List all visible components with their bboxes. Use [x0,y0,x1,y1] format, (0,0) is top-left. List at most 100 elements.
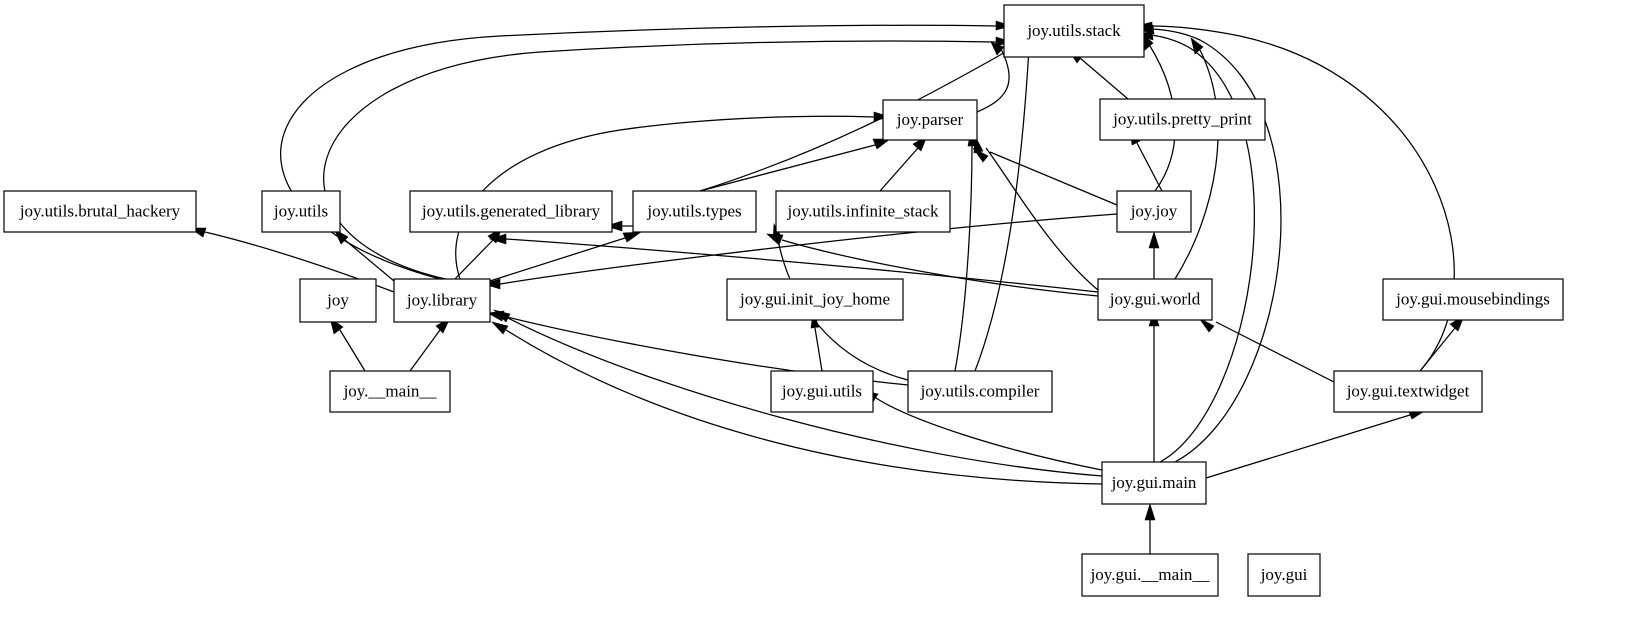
node-label: joy.gui.world [1109,289,1201,308]
node-joy_parser[interactable]: joy.parser [882,99,978,141]
edge-line [879,147,919,192]
node-joy_utils_stack[interactable]: joy.utils.stack [1003,4,1145,58]
node-label: joy.utils.pretty_print [1112,109,1252,128]
node-joy_utils_infinite_stack[interactable]: joy.utils.infinite_stack [775,190,951,233]
edge-line [1150,34,1255,463]
node-joy___main__[interactable]: joy.__main__ [329,370,451,413]
edge-joy_gui_main2-to-joy_library [491,321,1103,485]
edge-joy_gui_world-to-joy_library [488,233,1099,293]
node-box[interactable] [632,190,757,233]
node-box[interactable] [1101,461,1207,505]
edge-joy_gui_world-to-joy_utils_stack [1174,37,1219,280]
node-label: joy.utils.stack [1026,21,1121,40]
arrowhead-icon [1148,230,1160,249]
node-joy_gui___main__[interactable]: joy.gui.__main__ [1081,553,1219,597]
node-label: joy.gui.textwidget [1346,381,1470,400]
node-box[interactable] [882,99,978,141]
arrowhead-icon [491,321,509,335]
node-box[interactable] [1116,190,1192,233]
edge-joy___main__-to-joy_library [409,317,451,372]
edge-line [499,213,1118,285]
node-joy_joy[interactable]: joy.joy [1116,190,1192,233]
node-joy[interactable]: joy [299,278,377,323]
node-joy_library[interactable]: joy.library [393,278,491,323]
edge-line [1079,57,1129,100]
arrowhead-icon [488,233,507,245]
edge-line [875,397,1103,471]
node-box[interactable] [1099,98,1266,141]
arrowhead-icon [482,278,501,290]
edge-line [1205,414,1411,479]
arrowhead-icon [622,231,643,243]
node-joy_utils_compiler[interactable]: joy.utils.compiler [907,370,1053,413]
node-joy_utils_pretty_print[interactable]: joy.utils.pretty_print [1099,98,1266,141]
edge-line [974,47,1030,372]
node-joy_utils_brutal_hackery[interactable]: joy.utils.brutal_hackery [3,190,197,233]
node-joy_gui_mousebindings[interactable]: joy.gui.mousebindings [1382,278,1564,321]
edge-joy_gui_textwidget-to-joy_gui_world [1198,317,1335,383]
edge-line [505,238,1099,293]
node-box[interactable] [3,190,197,233]
node-joy_gui_main[interactable]: joy.gui.main [1101,461,1207,505]
arrowhead-icon [493,309,511,323]
node-joy_utils[interactable]: joy.utils [261,190,341,233]
node-joy_gui_init_joy_home[interactable]: joy.gui.init_joy_home [726,278,904,321]
edge-line [699,49,1010,192]
node-box[interactable] [393,278,491,323]
node-joy_gui_world[interactable]: joy.gui.world [1097,278,1213,321]
edge-line [985,147,1099,291]
node-label: joy.gui.mousebindings [1395,289,1550,308]
edge-joy_gui_main-to-joy_library [493,309,1103,477]
node-label: joy.gui.main [1111,473,1197,492]
edge-joy_utils_compiler-to-joy_parser [954,129,977,372]
node-label: joy.parser [896,110,964,129]
node-box[interactable] [907,370,1053,413]
node-label: joy.gui.__main__ [1090,565,1210,584]
node-label: joy.utils.generated_library [421,201,601,220]
edge-joy_gui_utils-to-joy_gui_init_joy_home [810,311,823,372]
node-box[interactable] [1382,278,1564,321]
node-box[interactable] [1247,553,1321,597]
node-joy_utils_generated_library[interactable]: joy.utils.generated_library [409,190,613,233]
node-box[interactable] [775,190,951,233]
edge-joy_joy-to-joy_parser [972,147,1118,206]
node-box[interactable] [1003,4,1145,58]
node-box[interactable] [1097,278,1213,321]
nodes-layer: joy.utils.stack joy.parser joy.utils.prett… [3,4,1564,597]
node-box[interactable] [1081,553,1219,597]
node-joy_gui[interactable]: joy.gui [1247,553,1321,597]
edge-joy_library-to-joy_utils_generated_library [454,227,503,280]
edge-line [344,239,401,287]
arrowhead-icon [1144,502,1156,521]
node-box[interactable] [299,278,377,323]
edge-line [1215,321,1335,383]
edge-joy_gui_main-to-joy_gui_textwidget [1205,409,1428,479]
edge-joy_gui___main__-to-joy_gui_main [1144,502,1156,554]
node-box[interactable] [261,190,341,233]
node-box[interactable] [770,370,874,413]
node-joy_utils_types[interactable]: joy.utils.types [632,190,757,233]
edge-joy_joy-to-joy_library [482,213,1118,290]
edge-joy_gui_world-to-joy_joy [1148,230,1160,279]
node-joy_gui_utils[interactable]: joy.gui.utils [770,370,874,413]
edge-line [1419,327,1456,372]
edge-line [1174,49,1219,280]
edge-joy_utils_infinite_stack-to-joy_parser [879,135,928,192]
edge-line [1151,28,1282,463]
edge-line [280,24,997,280]
node-box[interactable] [409,190,613,233]
edge-line [505,329,1103,485]
node-box[interactable] [726,278,904,321]
edge-joy_library-to-joy_utils [333,228,401,287]
node-box[interactable] [1333,370,1483,413]
node-joy_gui_textwidget[interactable]: joy.gui.textwidget [1333,370,1483,413]
edge-joy_gui_world-to-joy_utils_types [766,233,1099,297]
node-label: joy [326,290,349,309]
edge-joy_library-to-joy_utils_types [489,231,643,282]
edge-line [1136,142,1163,192]
edge-line [781,239,1099,297]
node-box[interactable] [329,370,451,413]
arrowhead-icon [1198,317,1215,333]
